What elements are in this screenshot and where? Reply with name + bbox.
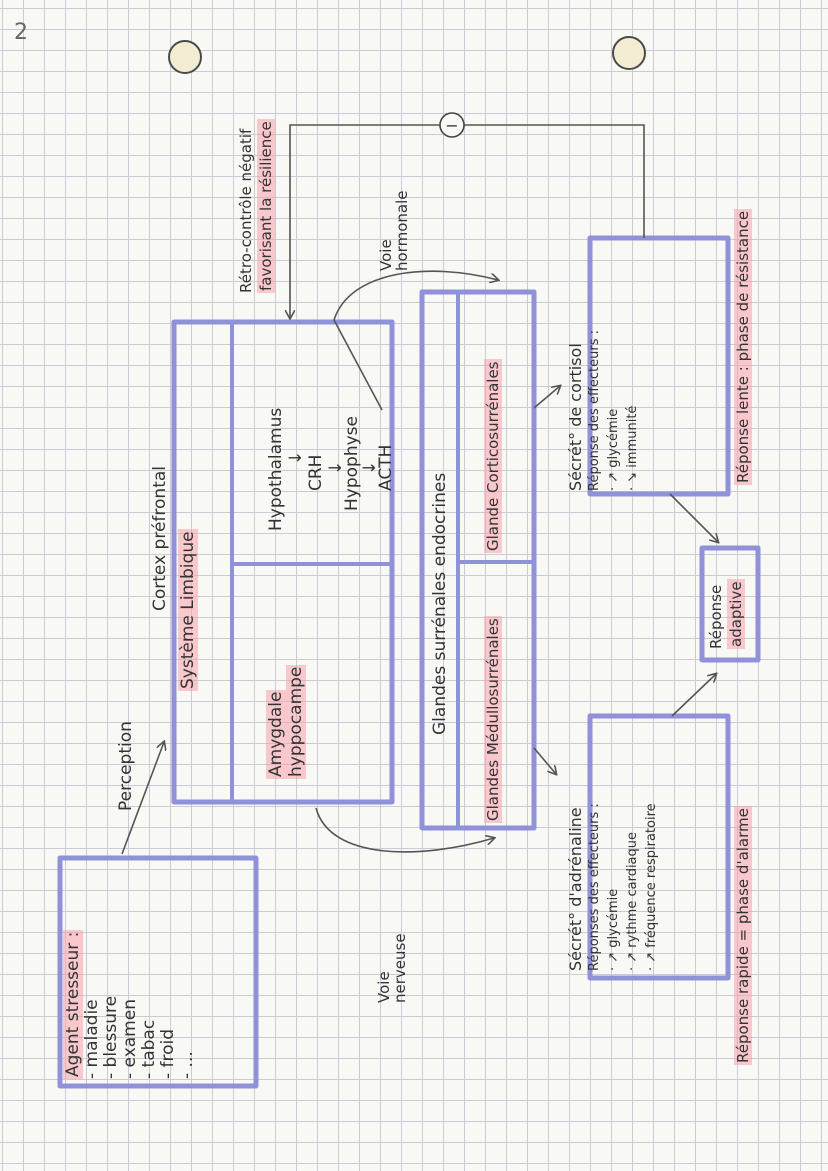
cortisol-title: Sécrét° de cortisol bbox=[566, 343, 585, 491]
medullo-to-adrenaline-arrow bbox=[533, 747, 556, 774]
retro-control-label: Rétro-contrôle négatif favorisant la rés… bbox=[237, 119, 275, 293]
amygdala-label: Amygdale hyppocampe bbox=[266, 664, 306, 779]
adaptive-label: Réponse adaptive bbox=[707, 579, 745, 649]
stressor-item: - blessure bbox=[101, 995, 121, 1079]
inhibition-circle bbox=[439, 112, 465, 138]
crh-label: CRH bbox=[306, 454, 326, 491]
adrenaline-item: · ↗ fréquence respiratoire bbox=[644, 803, 659, 971]
stressor-item: - ... bbox=[177, 1051, 197, 1079]
cortisol-to-adaptive-arrow bbox=[669, 493, 718, 542]
voie-nerveuse-label: Voie nerveuse bbox=[375, 933, 409, 1003]
punch-hole-right bbox=[612, 36, 646, 70]
hypothalamus-label: Hypothalamus bbox=[266, 407, 286, 531]
page-number: 2 bbox=[14, 20, 28, 45]
cortico-to-cortisol-arrow bbox=[533, 386, 560, 409]
cortisol-block: Sécrét° de cortisol Réponse des effecteu… bbox=[566, 330, 642, 491]
hypophyse-label: Hypophyse bbox=[342, 416, 362, 511]
slow-response-label: Réponse lente : phase de résistance bbox=[734, 208, 752, 485]
voie-hormonale-label: Voie hormonale bbox=[377, 190, 411, 271]
hormone-arrow bbox=[333, 270, 498, 321]
hypothalamus-link bbox=[333, 319, 383, 411]
rapid-response-label: Réponse rapide = phase d'alarme bbox=[734, 806, 752, 1065]
perception-arrow bbox=[121, 742, 164, 855]
adrenaline-title: Sécrét° d'adrénaline bbox=[566, 807, 585, 971]
cortico-label: Glande Corticosurrénales bbox=[484, 359, 502, 553]
adaptive-box bbox=[699, 545, 761, 663]
stressor-box bbox=[57, 855, 259, 1089]
adrenaline-item: · ↗ glycémie bbox=[606, 888, 621, 971]
cortex-label: Cortex préfrontal bbox=[150, 466, 170, 611]
hypothalamus-arrow: ↓ bbox=[286, 450, 306, 465]
cortisol-item: · ↗ glycémie bbox=[606, 408, 621, 491]
adrenaline-box bbox=[587, 713, 731, 981]
cortisol-item: · ↘ immunité bbox=[625, 405, 640, 491]
stressor-item: - tabac bbox=[139, 1019, 159, 1079]
stressor-item: - maladie bbox=[82, 999, 102, 1079]
adrenaline-subtitle: Réponses des effecteurs : bbox=[587, 803, 602, 971]
stressor-item: - examen bbox=[120, 999, 140, 1079]
glands-title: Glandes surrénales endocrines bbox=[430, 472, 450, 735]
limbic-title: Système Limbique bbox=[178, 529, 198, 691]
stressor-list: Agent stresseur : - maladie - blessure -… bbox=[63, 929, 197, 1079]
medullo-label: Glandes Médullosurrénales bbox=[484, 616, 502, 823]
nerve-arrow bbox=[315, 807, 494, 853]
adrenaline-item: · ↗ rythme cardiaque bbox=[625, 831, 640, 971]
cortisol-subtitle: Réponse des effecteurs : bbox=[587, 329, 602, 491]
cortisol-box bbox=[587, 235, 731, 497]
adrenaline-block: Sécrét° d'adrénaline Réponses des effect… bbox=[566, 803, 661, 971]
inhibition-symbol: − bbox=[445, 116, 458, 135]
stressor-title: Agent stresseur : bbox=[63, 929, 83, 1079]
perception-label: Perception bbox=[116, 721, 136, 811]
acth-label: ACTH bbox=[376, 444, 396, 491]
adrenaline-to-adaptive-arrow bbox=[671, 674, 716, 717]
punch-hole-left bbox=[168, 40, 202, 74]
retro-line bbox=[290, 124, 645, 318]
stressor-item: - froid bbox=[158, 1028, 178, 1079]
